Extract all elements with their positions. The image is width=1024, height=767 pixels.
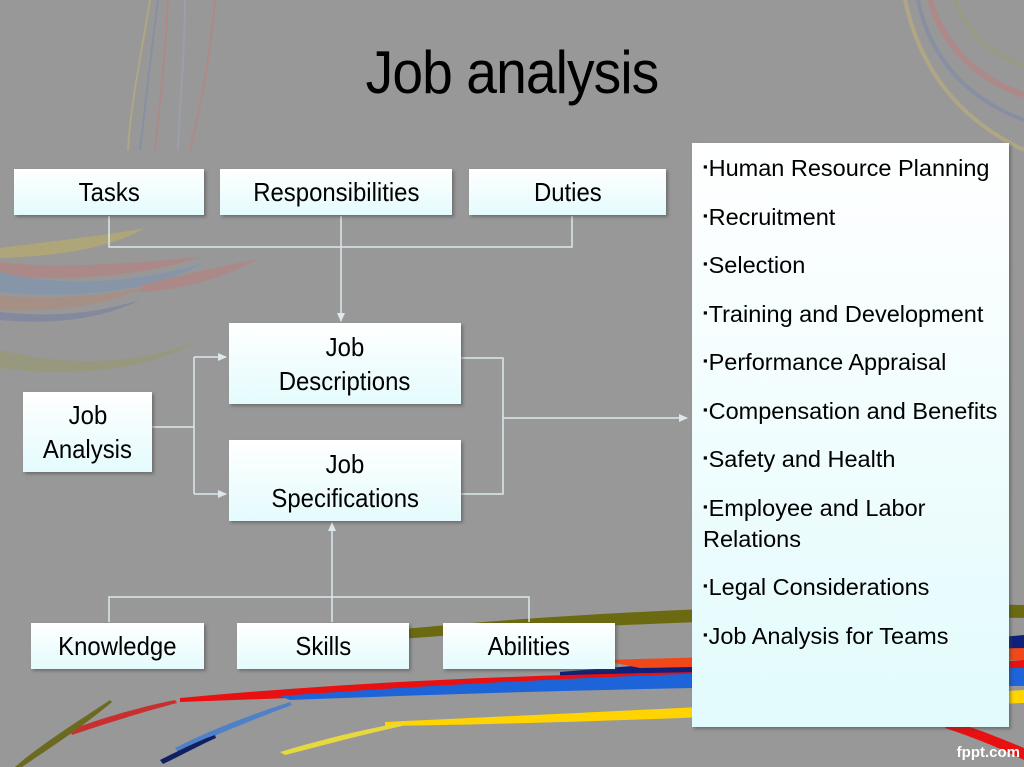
square-bullet-icon: ▪ [703, 498, 708, 514]
tasks-label: Tasks [78, 177, 140, 207]
abilities-label: Abilities [487, 631, 571, 661]
square-bullet-icon: ▪ [703, 401, 708, 417]
slide-title: Job analysis [365, 39, 660, 106]
square-bullet-icon: ▪ [703, 578, 708, 593]
hr-uses-list: ▪Human Resource Planning ▪Recruitment ▪S… [703, 151, 1001, 652]
list-item: ▪Training and Development [703, 300, 984, 327]
square-bullet-icon: ▪ [703, 353, 708, 368]
list-item: ▪Human Resource Planning [703, 155, 990, 181]
square-bullet-icon: ▪ [703, 159, 708, 174]
job-descriptions-line-1: Job [325, 331, 365, 362]
square-bullet-icon: ▪ [703, 304, 708, 320]
list-item: ▪Employee and Labor Relations [703, 494, 926, 552]
square-bullet-icon: ▪ [703, 450, 708, 465]
duties-label: Duties [533, 177, 602, 207]
job-descriptions-line-2: Descriptions [279, 365, 411, 396]
job-analysis-line-2: Analysis [42, 434, 133, 464]
square-bullet-icon: ▪ [703, 256, 708, 271]
list-item: ▪Job Analysis for Teams [703, 622, 949, 649]
watermark: fppt.com [956, 744, 1020, 761]
skills-box: Skills [237, 623, 409, 669]
job-descriptions-box: Job Descriptions [229, 323, 461, 404]
list-item: ▪Safety and Health [703, 446, 896, 472]
list-item: ▪Legal Considerations [703, 574, 930, 600]
square-bullet-icon: ▪ [703, 626, 708, 642]
list-item: ▪Performance Appraisal [703, 349, 947, 375]
job-analysis-box: Job Analysis [23, 392, 152, 472]
responsibilities-box: Responsibilities [220, 169, 452, 215]
job-specifications-box: Job Specifications [229, 440, 461, 521]
job-specifications-line-2: Specifications [271, 482, 419, 513]
job-analysis-line-1: Job [68, 400, 107, 430]
tasks-box: Tasks [14, 169, 204, 215]
list-item: ▪Selection [703, 252, 806, 278]
knowledge-box: Knowledge [31, 623, 204, 669]
hr-uses-panel: ▪Human Resource Planning ▪Recruitment ▪S… [692, 143, 1009, 727]
list-item: ▪Recruitment [703, 203, 836, 230]
duties-box: Duties [469, 169, 666, 215]
responsibilities-label: Responsibilities [252, 177, 420, 207]
knowledge-label: Knowledge [58, 631, 177, 661]
skills-label: Skills [295, 631, 351, 661]
square-bullet-icon: ▪ [703, 207, 708, 223]
list-item: ▪Compensation and Benefits [703, 397, 998, 424]
job-specifications-line-1: Job [325, 448, 365, 479]
abilities-box: Abilities [443, 623, 615, 669]
